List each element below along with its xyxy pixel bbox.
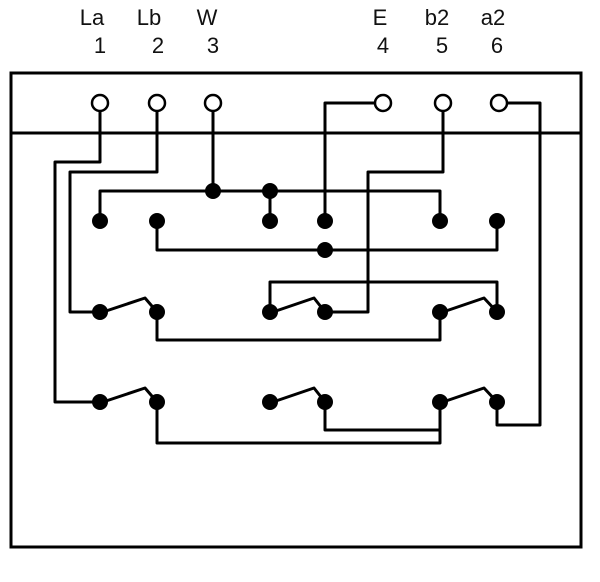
terminal-name-2: Lb (137, 5, 161, 30)
terminal-number-6: 6 (491, 33, 503, 58)
wires (53, 101, 542, 445)
terminal-circle-3 (203, 93, 223, 113)
terminal-name-5: b2 (425, 5, 449, 30)
junction-dot (317, 394, 333, 410)
junction-dot (92, 394, 108, 410)
terminal-name-4: E (373, 5, 388, 30)
terminal-number-2: 2 (152, 33, 164, 58)
wire-la-to-lower-switch (53, 109, 102, 404)
terminal-number-1: 1 (94, 33, 106, 58)
wire-middle-return (155, 310, 442, 342)
junction-dot (149, 213, 165, 229)
wire-e-down (323, 101, 377, 223)
junction-dot (262, 394, 278, 410)
wire-lower-return (155, 400, 442, 445)
switch-contact (438, 296, 499, 315)
junction-dot (92, 304, 108, 320)
terminal-name-6: a2 (481, 5, 505, 30)
terminal-number-3: 3 (207, 33, 219, 58)
junction-dots (92, 183, 505, 410)
terminal-circle-2 (147, 93, 167, 113)
wire-lower-short (323, 400, 442, 432)
junction-dot (489, 304, 505, 320)
junction-dot (432, 304, 448, 320)
junction-dot (317, 304, 333, 320)
junction-dot (149, 394, 165, 410)
wire-b2-down (323, 109, 445, 314)
switch-contact (438, 386, 499, 405)
wire-middle-cross (268, 280, 499, 314)
junction-dot (432, 213, 448, 229)
switch-contact (98, 296, 159, 315)
terminal-circle-5 (433, 93, 453, 113)
junction-dot (205, 183, 221, 199)
junction-dot (262, 183, 278, 199)
terminal-circles (90, 93, 509, 113)
junction-dot (262, 304, 278, 320)
wire-a2-down (495, 101, 542, 427)
junction-dot (489, 394, 505, 410)
switch-contact (268, 386, 327, 405)
terminal-number-4: 4 (377, 33, 389, 58)
terminal-labels: La 1 Lb 2 W 3 E 4 b2 5 a2 6 (80, 5, 505, 58)
junction-dot (489, 213, 505, 229)
terminal-name-1: La (80, 5, 105, 30)
terminal-circle-6 (489, 93, 509, 113)
switch-contact (98, 386, 159, 405)
terminal-name-3: W (197, 5, 218, 30)
junction-dot (92, 213, 108, 229)
junction-dot (432, 394, 448, 410)
junction-dot (317, 213, 333, 229)
junction-dot (149, 304, 165, 320)
junction-dot (317, 242, 333, 258)
terminal-circle-4 (373, 93, 393, 113)
switch-contact (268, 296, 327, 315)
terminal-circle-1 (90, 93, 110, 113)
enclosure-frame (9, 71, 583, 549)
terminal-number-5: 5 (436, 33, 448, 58)
wire-lb-to-middle-switch (68, 109, 159, 314)
junction-dot (262, 213, 278, 229)
